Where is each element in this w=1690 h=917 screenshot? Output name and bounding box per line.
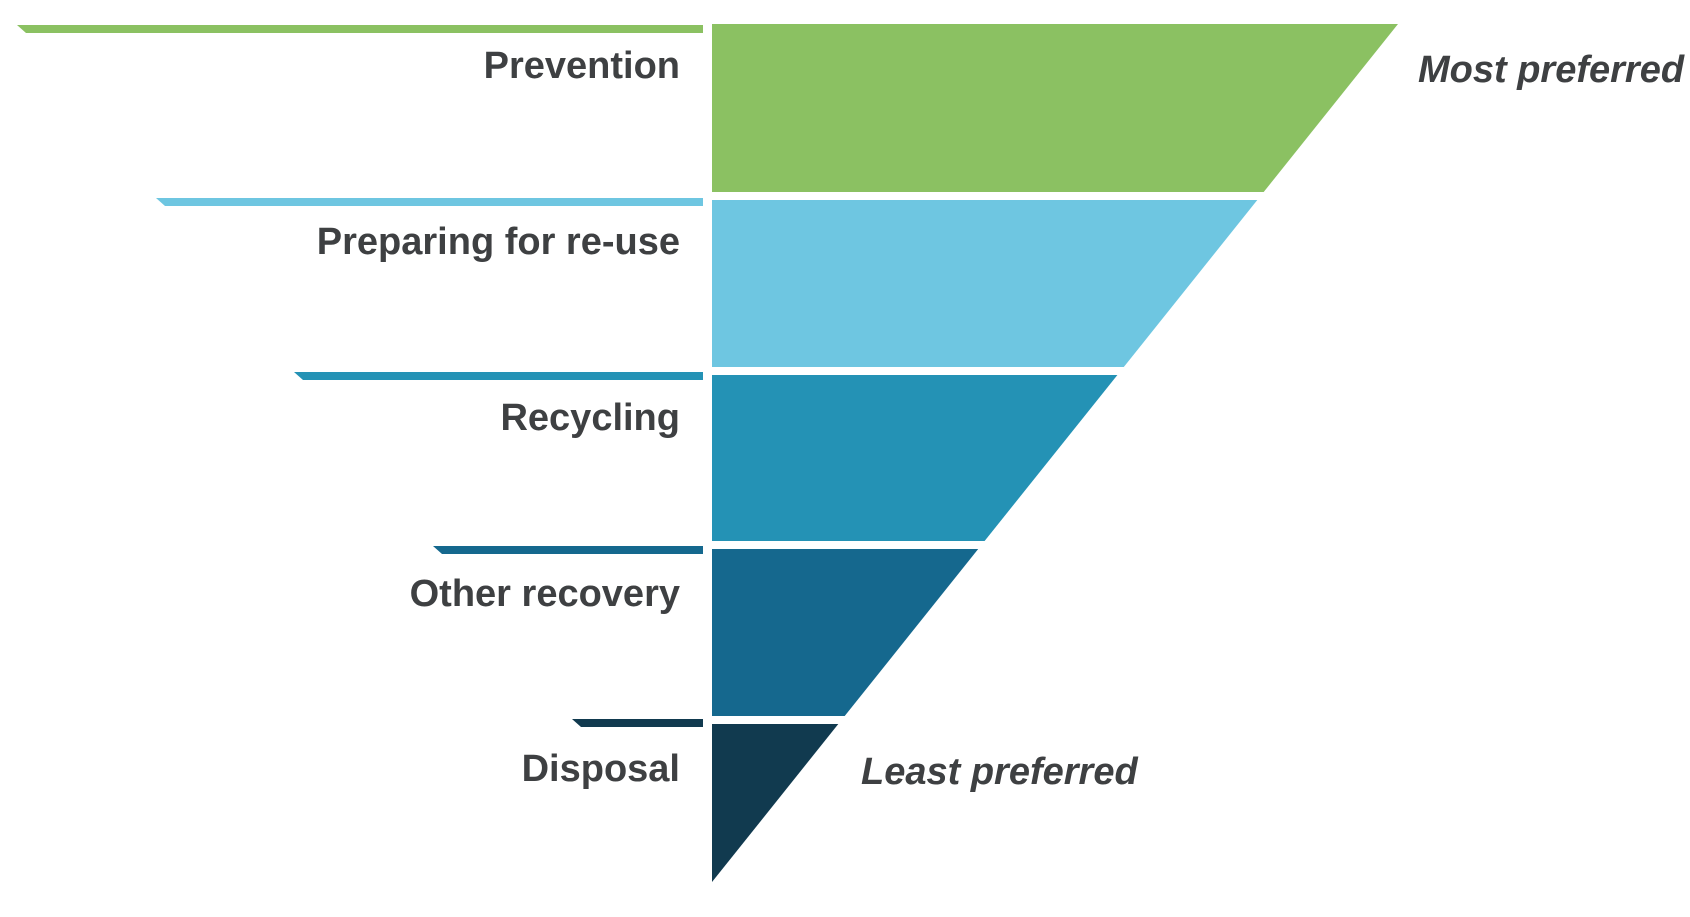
label-disposal: Disposal bbox=[521, 748, 680, 790]
funnel-segment-reuse bbox=[712, 200, 1258, 367]
funnel-segment-disposal bbox=[712, 724, 839, 882]
level-bar-recovery bbox=[433, 546, 703, 554]
level-bar-recycling bbox=[294, 372, 703, 380]
level-bar-prevention bbox=[17, 25, 703, 33]
funnel-segment-recovery bbox=[712, 549, 979, 716]
label-prevention: Prevention bbox=[483, 45, 680, 87]
funnel-segment-recycling bbox=[712, 375, 1118, 541]
label-recycling: Recycling bbox=[500, 397, 680, 439]
annotation-least-preferred: Least preferred bbox=[861, 751, 1138, 793]
funnel-segment-prevention bbox=[712, 24, 1398, 192]
level-bar-reuse bbox=[156, 198, 703, 206]
annotation-most-preferred: Most preferred bbox=[1418, 49, 1685, 91]
label-other-recovery: Other recovery bbox=[409, 573, 680, 615]
level-bar-disposal bbox=[572, 719, 703, 727]
label-preparing-for-re-use: Preparing for re-use bbox=[316, 221, 680, 263]
